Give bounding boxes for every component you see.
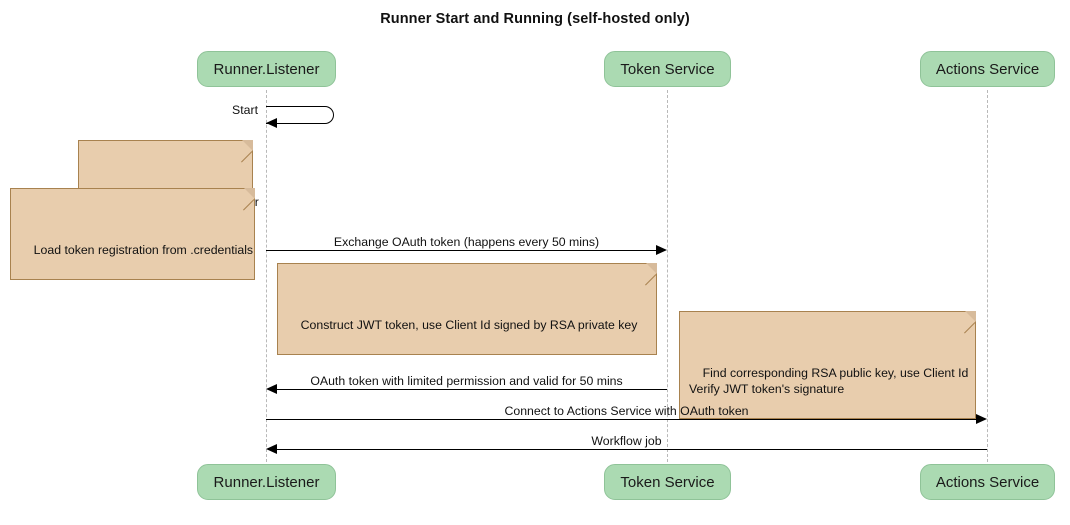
participant-token-service-top[interactable]: Token Service xyxy=(604,51,731,87)
participant-token-service-bottom[interactable]: Token Service xyxy=(604,464,731,500)
note-fold-icon xyxy=(646,263,657,274)
participant-actions-service-bottom[interactable]: Actions Service xyxy=(920,464,1055,500)
message-arrowhead-connect-actions xyxy=(976,413,987,424)
participant-label: Runner.Listener xyxy=(213,60,320,78)
note-fold-line xyxy=(964,322,976,334)
lifeline-actions-service xyxy=(987,90,988,462)
note-fold-icon xyxy=(965,311,976,322)
message-label-exchange-oauth: Exchange OAuth token (happens every 50 m… xyxy=(333,235,600,249)
note-text: Load token registration from .credential… xyxy=(33,243,254,257)
participant-label: Token Service xyxy=(620,60,715,78)
note-text: Construct JWT token, use Client Id signe… xyxy=(300,318,638,332)
self-message-arrowhead-start xyxy=(266,118,277,128)
note-fold-line xyxy=(645,274,657,286)
message-label-oauth-token-response: OAuth token with limited permission and … xyxy=(310,374,623,388)
note-fold-icon xyxy=(242,140,253,151)
participant-label: Token Service xyxy=(620,473,715,491)
note-construct-jwt: Construct JWT token, use Client Id signe… xyxy=(277,263,657,355)
note-fold-line xyxy=(243,199,255,211)
lifeline-token-service xyxy=(667,90,668,462)
note-fold-icon xyxy=(244,188,255,199)
message-line-connect-actions xyxy=(266,419,978,420)
participant-label: Runner.Listener xyxy=(213,473,320,491)
participant-label: Actions Service xyxy=(935,60,1040,78)
lifeline-runner-listener xyxy=(266,90,267,462)
self-message-label-start: Start xyxy=(232,103,258,117)
message-arrowhead-workflow-job xyxy=(266,443,277,454)
participant-runner-listener-top[interactable]: Runner.Listener xyxy=(197,51,336,87)
diagram-title: Runner Start and Running (self-hosted on… xyxy=(380,11,690,27)
message-arrowhead-oauth-token-response xyxy=(266,383,277,394)
participant-actions-service-top[interactable]: Actions Service xyxy=(920,51,1055,87)
participant-label: Actions Service xyxy=(935,473,1040,491)
message-label-connect-actions: Connect to Actions Service with OAuth to… xyxy=(504,404,749,418)
message-line-oauth-token-response xyxy=(275,389,667,390)
note-fold-line xyxy=(241,151,253,163)
self-message-loop-start xyxy=(266,106,334,124)
note-verify-jwt: Find corresponding RSA public key, use C… xyxy=(679,311,976,419)
note-text: Find corresponding RSA public key, use C… xyxy=(689,366,969,396)
message-line-exchange-oauth xyxy=(266,250,658,251)
note-load-token-registration: Load token registration from .credential… xyxy=(10,188,255,280)
message-arrowhead-exchange-oauth xyxy=(656,244,667,255)
message-line-workflow-job xyxy=(275,449,987,450)
participant-runner-listener-bottom[interactable]: Runner.Listener xyxy=(197,464,336,500)
message-label-workflow-job: Workflow job xyxy=(591,434,662,448)
